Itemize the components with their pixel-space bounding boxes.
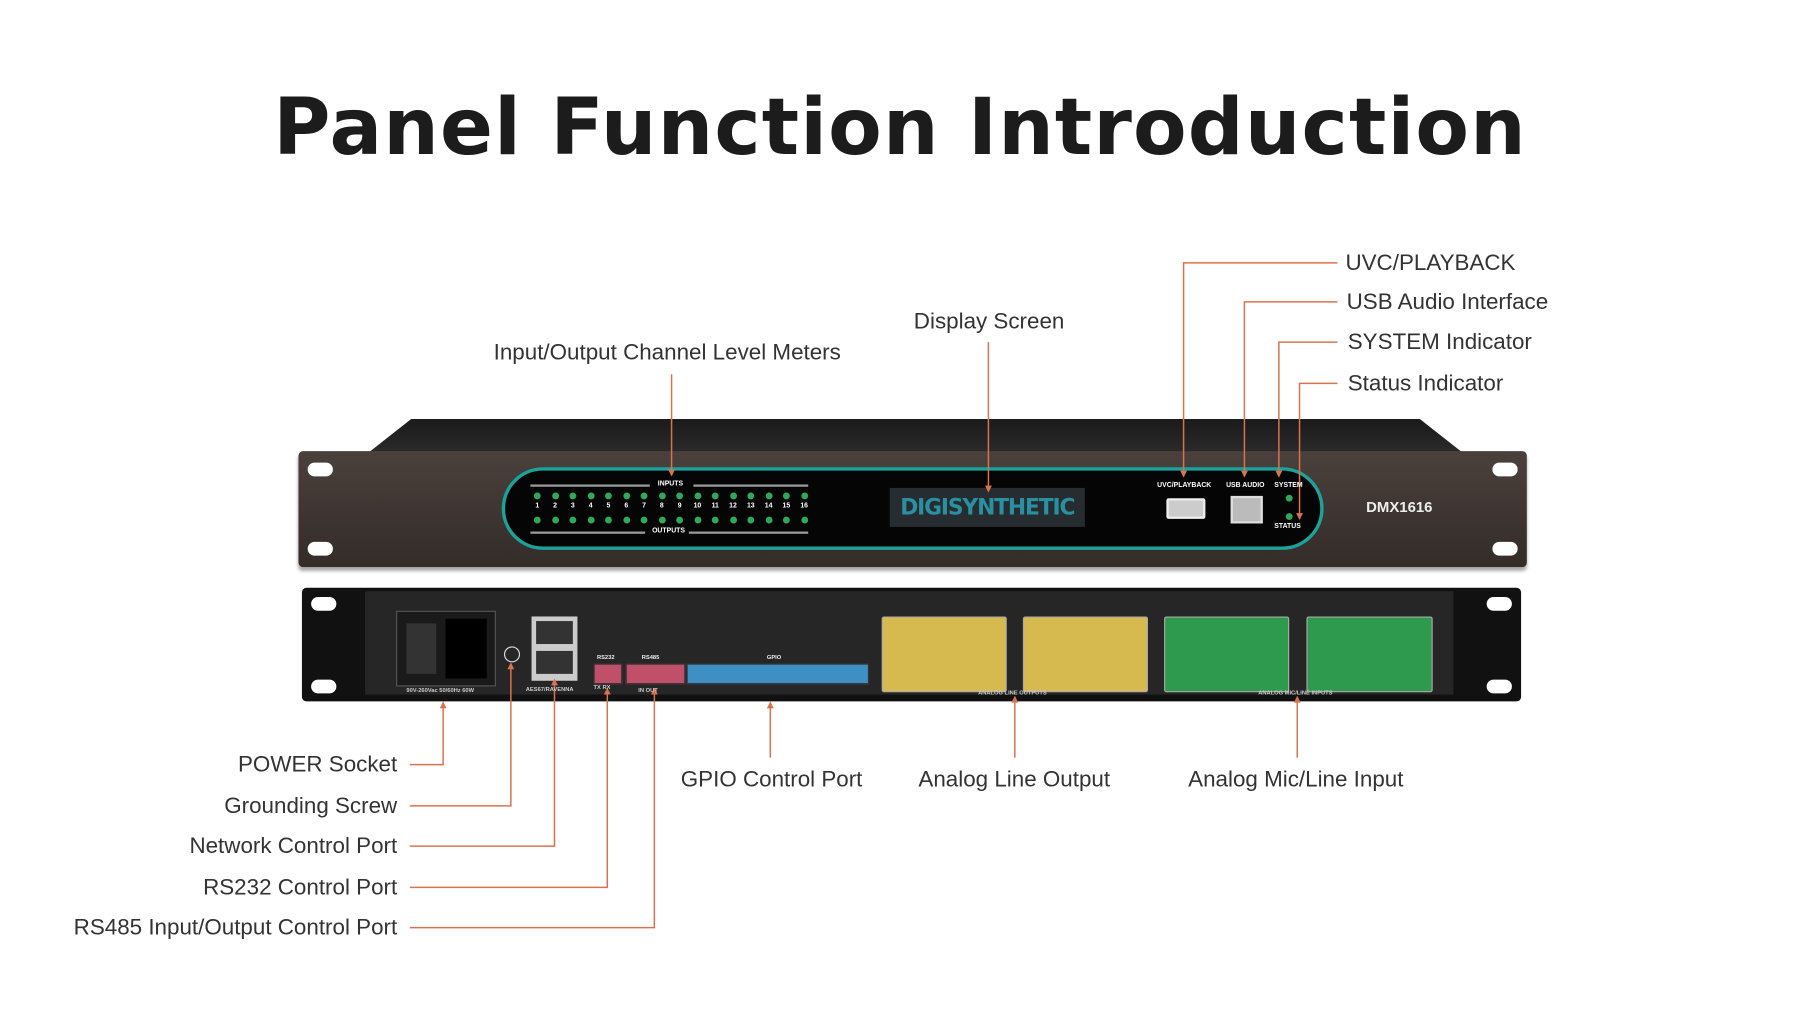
input-meter-led: [569, 492, 577, 500]
output-meter-led: [533, 516, 541, 524]
output-meter-led: [569, 516, 577, 524]
output-meter-led: [640, 516, 648, 524]
input-meter-led: [800, 492, 808, 500]
chassis-top: [367, 419, 1464, 454]
display-screen: DIGISYNTHETIC: [889, 487, 1085, 527]
callout-status: Status Indicator: [1347, 370, 1504, 397]
output-meter-led: [729, 516, 737, 524]
gpio-terminal: [686, 663, 870, 685]
rs485-label: RS485: [641, 654, 660, 662]
inputs-label: INPUTS: [657, 481, 684, 488]
callout-system: SYSTEM Indicator: [1347, 329, 1532, 355]
usb-a-port: [1166, 498, 1206, 519]
output-meter-led: [658, 516, 666, 524]
output-meter-led: [604, 516, 612, 524]
callout-meters: Input/Output Channel Level Meters: [493, 339, 841, 366]
callout-uvc: UVC/PLAYBACK: [1345, 250, 1516, 276]
outputs-label: OUTPUTS: [652, 528, 685, 535]
mic-input-block-1: [1164, 616, 1290, 693]
output-meter-led: [622, 516, 630, 524]
page-title: Panel Function Introduction: [273, 82, 1527, 174]
status-led: [1285, 513, 1293, 521]
input-meter-led: [640, 492, 648, 500]
input-meter-led: [622, 492, 630, 500]
rs232-label: RS232: [596, 654, 615, 662]
system-led: [1285, 494, 1293, 502]
model-name: DMX1616: [1366, 498, 1433, 516]
channel-number: 13: [746, 502, 755, 510]
output-meter-led: [747, 516, 755, 524]
rs485-terminal: [625, 663, 686, 685]
channel-number: 1: [535, 502, 540, 510]
channel-number: 9: [677, 502, 682, 510]
input-meter-led: [658, 492, 666, 500]
in-out-label: IN OUT: [638, 687, 658, 695]
callout-rs485: RS485 Input/Output Control Port: [73, 914, 398, 941]
line-output-block-2: [1022, 616, 1148, 693]
channel-number: 14: [764, 502, 773, 510]
callout-gpio: GPIO Control Port: [680, 766, 863, 793]
input-meter-led: [676, 492, 684, 500]
status-label: STATUS: [1274, 523, 1301, 531]
tx-rx-label: TX RX: [593, 684, 611, 692]
output-meter-led: [676, 516, 684, 524]
mic-inputs-label: ANALOG MIC/LINE INPUTS: [1258, 689, 1333, 697]
callout-ground: Grounding Screw: [224, 793, 398, 819]
channel-number: 4: [588, 502, 593, 510]
output-meter-led: [800, 516, 808, 524]
input-meter-led: [604, 492, 612, 500]
channel-number: 5: [606, 502, 611, 510]
channel-number: 7: [642, 502, 646, 510]
network-ports: [531, 616, 578, 681]
input-meter-led: [729, 492, 737, 500]
output-meter-led: [782, 516, 790, 524]
power-rating: 90V-260Vac 50/60Hz 60W: [406, 687, 475, 695]
callout-rs232: RS232 Control Port: [203, 874, 398, 901]
output-meter-led: [765, 516, 773, 524]
output-meter-led: [693, 516, 701, 524]
channel-number: 6: [624, 502, 629, 510]
input-meter-led: [782, 492, 790, 500]
gpio-label: GPIO: [766, 654, 782, 662]
callout-mic-in: Analog Mic/Line Input: [1188, 766, 1404, 793]
power-socket: [396, 610, 496, 687]
uvc-label: UVC/PLAYBACK: [1157, 482, 1212, 490]
usb-audio-label: USB AUDIO: [1226, 482, 1265, 490]
usb-b-port: [1230, 495, 1263, 524]
input-meter-led: [693, 492, 701, 500]
output-meter-led: [551, 516, 559, 524]
line-outputs-label: ANALOG LINE OUTPUTS: [978, 689, 1047, 697]
channel-number: 16: [800, 502, 809, 510]
system-label: SYSTEM: [1274, 482, 1303, 490]
callout-network: Network Control Port: [189, 833, 398, 859]
output-meter-led: [711, 516, 719, 524]
mic-input-block-2: [1306, 616, 1433, 693]
channel-number: 3: [570, 502, 575, 510]
line-output-block-1: [881, 616, 1007, 693]
channel-number: 10: [693, 502, 702, 510]
channel-number: 11: [711, 502, 719, 510]
callout-usb: USB Audio Interface: [1346, 289, 1549, 315]
input-meter-led: [551, 492, 559, 500]
input-meter-led: [587, 492, 595, 500]
callout-power: POWER Socket: [237, 751, 398, 778]
grounding-screw: [503, 646, 521, 663]
callout-line-out: Analog Line Output: [918, 766, 1111, 793]
input-meter-led: [765, 492, 773, 500]
input-meter-led: [533, 492, 541, 500]
channel-number: 12: [729, 502, 737, 510]
input-meter-led: [711, 492, 719, 500]
input-meter-led: [747, 492, 755, 500]
callout-display: Display Screen: [913, 308, 1065, 335]
channel-number: 2: [553, 502, 557, 510]
rs232-terminal: [593, 663, 623, 685]
output-meter-led: [587, 516, 595, 524]
channel-number: 8: [659, 502, 664, 510]
network-label: AES67/RAVENNA: [525, 686, 574, 694]
channel-number: 15: [782, 502, 791, 510]
